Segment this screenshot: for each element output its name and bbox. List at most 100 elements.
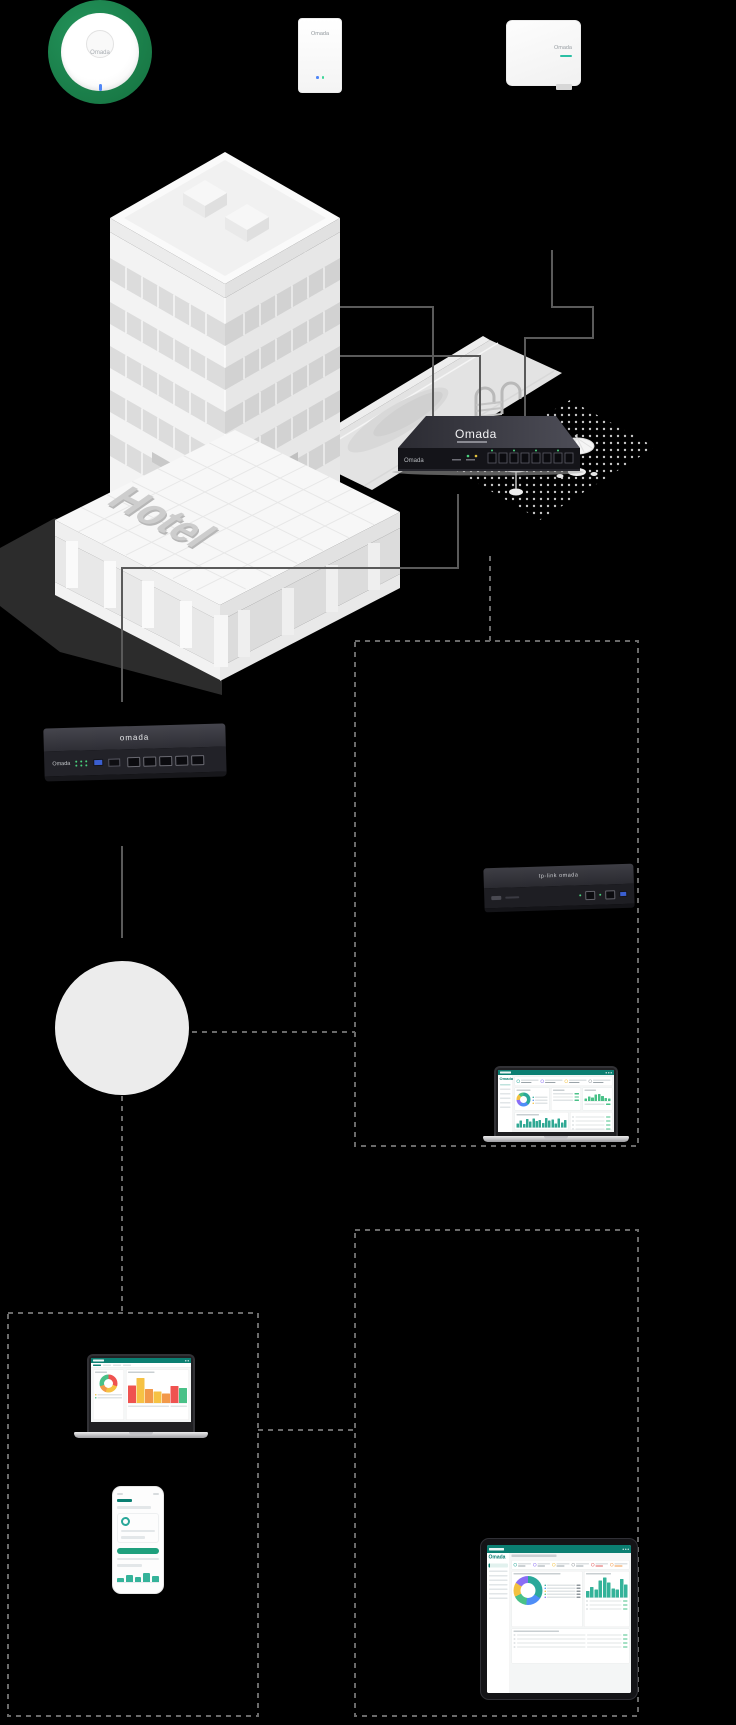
dashboard-tabs — [91, 1363, 191, 1368]
dashboard-topbar — [498, 1070, 614, 1075]
device-table-card — [511, 1628, 630, 1664]
bar — [619, 1579, 624, 1598]
bar — [529, 1121, 532, 1128]
bar — [522, 1123, 526, 1128]
usb-port-icon — [619, 890, 628, 898]
dashed-connectors — [7, 556, 639, 1717]
topbar-logo-icon — [93, 1359, 104, 1362]
bar — [557, 1118, 561, 1128]
clients-donut-chart — [513, 1576, 543, 1605]
phone-statusbar — [117, 1493, 159, 1495]
dashboard-main — [510, 1553, 631, 1693]
kpi-row — [514, 1076, 613, 1086]
traffic-mini-bars — [584, 1093, 611, 1102]
bar — [170, 1385, 179, 1403]
gauge-icon — [121, 1516, 130, 1526]
poe-utilization-card — [584, 1571, 630, 1627]
router-leds — [75, 759, 88, 767]
cloud-circle — [55, 961, 189, 1095]
bar — [564, 1120, 567, 1128]
bar — [591, 1097, 594, 1101]
bar — [604, 1098, 608, 1101]
bar — [598, 1580, 603, 1598]
vpn-router: omada Omada — [43, 723, 227, 782]
ethernet-ports — [127, 754, 205, 767]
bar — [162, 1393, 170, 1403]
phone-screen — [117, 1493, 159, 1587]
clients-donut-card — [514, 1087, 550, 1111]
status-led-icon — [560, 55, 572, 57]
bar — [551, 1119, 554, 1128]
bar — [538, 1120, 542, 1128]
topbar-logo-icon — [500, 1071, 511, 1074]
tablet-screen: Omada — [487, 1545, 631, 1693]
bar — [548, 1120, 551, 1128]
svg-text:Omada: Omada — [404, 458, 424, 464]
insights-dashboard-screen — [91, 1358, 191, 1422]
status-led-icon — [599, 893, 602, 896]
dashed-group-box-controller — [354, 640, 639, 1147]
ap-lens — [86, 29, 114, 58]
bar — [532, 1118, 535, 1128]
sidebar-brand: Omada — [488, 1554, 506, 1561]
laptop-base — [74, 1432, 208, 1438]
bar — [545, 1118, 548, 1128]
health-donut-card — [93, 1369, 124, 1420]
sfp-port-icon — [108, 757, 121, 767]
dashed-group-box-cloud — [354, 1229, 639, 1717]
alerts-list-card — [551, 1087, 581, 1111]
ethernet-port-icon — [585, 890, 596, 900]
insights-laptop — [74, 1354, 208, 1438]
alert-severity-card — [126, 1369, 189, 1420]
ap-brand-label: Omada — [310, 31, 330, 37]
bar — [597, 1093, 601, 1101]
ceiling-ap: Omada — [48, 0, 152, 104]
dashboard-sidebar: Omada — [498, 1075, 513, 1132]
app-site-card — [117, 1512, 159, 1543]
dashboard-tablet: Omada — [480, 1538, 638, 1700]
bar — [594, 1094, 598, 1101]
laptop-screen — [87, 1354, 195, 1432]
bar — [586, 1591, 590, 1598]
bar — [607, 1098, 611, 1101]
bar — [136, 1377, 145, 1403]
ap-stand — [556, 84, 572, 90]
app-mini-chart — [117, 1572, 159, 1583]
hotel-podium — [55, 430, 400, 681]
laptop-base — [483, 1136, 629, 1142]
switch-ports — [487, 449, 574, 464]
bar — [624, 1584, 628, 1598]
bar — [602, 1577, 607, 1598]
device-list-card — [570, 1112, 613, 1130]
connector-lines-front — [121, 494, 459, 938]
health-donut-chart — [99, 1374, 118, 1393]
clients-donut-card — [511, 1571, 583, 1627]
bar — [516, 1123, 519, 1128]
kpi-row — [511, 1560, 630, 1570]
bar — [594, 1589, 598, 1598]
omada-app-phone — [112, 1486, 164, 1594]
bar — [179, 1388, 188, 1403]
bar — [554, 1123, 557, 1128]
bar — [587, 1096, 591, 1101]
roof-unit — [183, 180, 227, 218]
bar — [128, 1385, 136, 1403]
topbar-logo-icon — [489, 1547, 504, 1551]
wallplate-ap: Omada — [298, 18, 342, 93]
dashboard-topbar — [91, 1358, 191, 1363]
bar — [601, 1095, 604, 1101]
bar — [560, 1122, 564, 1128]
road — [293, 336, 562, 490]
bar — [145, 1388, 153, 1403]
clients-donut-chart — [516, 1092, 531, 1107]
status-led-icon — [98, 84, 102, 91]
connector-deck-to-router — [121, 494, 459, 702]
ethernet-port-icon — [605, 889, 616, 900]
bar — [519, 1120, 523, 1128]
bar — [526, 1119, 529, 1128]
bar — [541, 1122, 545, 1128]
ap-brand-label: Omada — [553, 45, 572, 51]
bar — [535, 1121, 538, 1128]
